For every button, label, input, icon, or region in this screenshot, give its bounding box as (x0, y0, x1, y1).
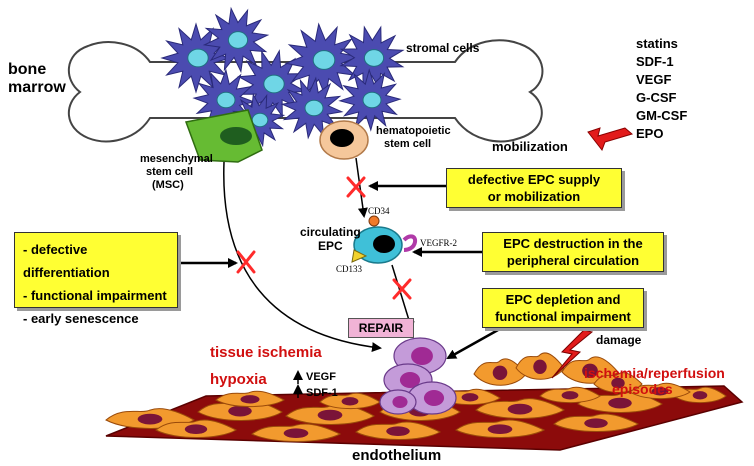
cd133-label: CD133 (336, 264, 363, 274)
vegfr2-marker (402, 234, 418, 252)
progenitor-cell (407, 381, 457, 415)
sdf1-label: SDF-1 (306, 387, 338, 399)
damage-label: damage (596, 333, 642, 347)
endothelial-cells (105, 352, 727, 442)
epc-destruction-box: EPC destruction in the peripheral circul… (482, 232, 664, 272)
ischemia-reperfusion-label: ischemia/reperfusion episodes (584, 365, 729, 397)
circulating-epc-cell (351, 215, 418, 264)
vegf-label: VEGF (306, 371, 336, 383)
damage-lightning (551, 329, 594, 379)
msc-defects-box: - defective differentiation - functional… (14, 232, 178, 326)
stromal-cell (202, 6, 270, 74)
endothelial-cell (515, 352, 565, 380)
epc-depletion-box: EPC depletion and functional impairment (482, 288, 644, 328)
defective-supply-box: defective EPC supply or mobilization (446, 168, 622, 208)
stromal-cells-cluster (160, 6, 405, 148)
progenitor-cells (379, 337, 457, 415)
stromal-cell (284, 22, 360, 98)
cd34-marker (368, 215, 380, 227)
endothelial-cell (251, 423, 342, 442)
endothelial-cell (593, 372, 643, 393)
endothelial-cell (319, 392, 381, 410)
msc-defect-item: - early senescence (23, 311, 139, 326)
mobilizers-list: statins SDF-1 VEGF G-CSF GM-CSF EPO (636, 36, 691, 141)
hematopoietic-stem-cell (319, 120, 369, 160)
repair-label: REPAIR (348, 318, 414, 338)
hsc-to-epc-arrow (355, 157, 368, 218)
mobilization-label: mobilization (492, 139, 568, 154)
endothelial-cell (455, 419, 546, 438)
circulating-epc-label: circulating EPC (300, 225, 364, 253)
endothelial-cell (155, 419, 238, 438)
endothelial-cell (553, 413, 640, 432)
hsc-label: hematopoietic stem cell (376, 125, 454, 150)
mobilization-arrow (587, 127, 634, 152)
stromal-cell (339, 25, 405, 91)
block-x-circulation (392, 278, 412, 300)
vegfr2-label: VEGFR-2 (420, 238, 457, 248)
cd34-label: CD34 (368, 206, 390, 216)
msc-to-repair-arrow (223, 161, 382, 353)
stromal-cells-label: stromal cells (406, 41, 480, 55)
endothelial-cell (475, 398, 565, 419)
bone-marrow-label: bone marrow (8, 61, 66, 96)
block-x-supply (346, 176, 366, 198)
block-x-msc (236, 250, 256, 274)
endothelial-cell (629, 382, 691, 400)
endothelium-label: endothelium (352, 447, 441, 464)
cd133-marker (351, 249, 368, 263)
endothelial-cell (355, 421, 442, 440)
endothelial-cell (539, 386, 601, 404)
hypoxia-label: hypoxia (210, 371, 267, 388)
epc-depletion-pointer (446, 328, 499, 360)
endothelial-cell (473, 358, 527, 386)
tissue-ischemia-label: tissue ischemia (210, 344, 322, 361)
msc-label: mesenchymal stem cell (MSC) (140, 153, 216, 191)
msc-defect-item: - functional impairment (23, 288, 167, 303)
progenitor-cell (379, 389, 417, 415)
endothelial-cell (215, 390, 285, 408)
stromal-cell (338, 68, 402, 132)
msc-defect-item: - defective differentiation (23, 242, 110, 280)
mesenchymal-stem-cell (184, 109, 263, 163)
